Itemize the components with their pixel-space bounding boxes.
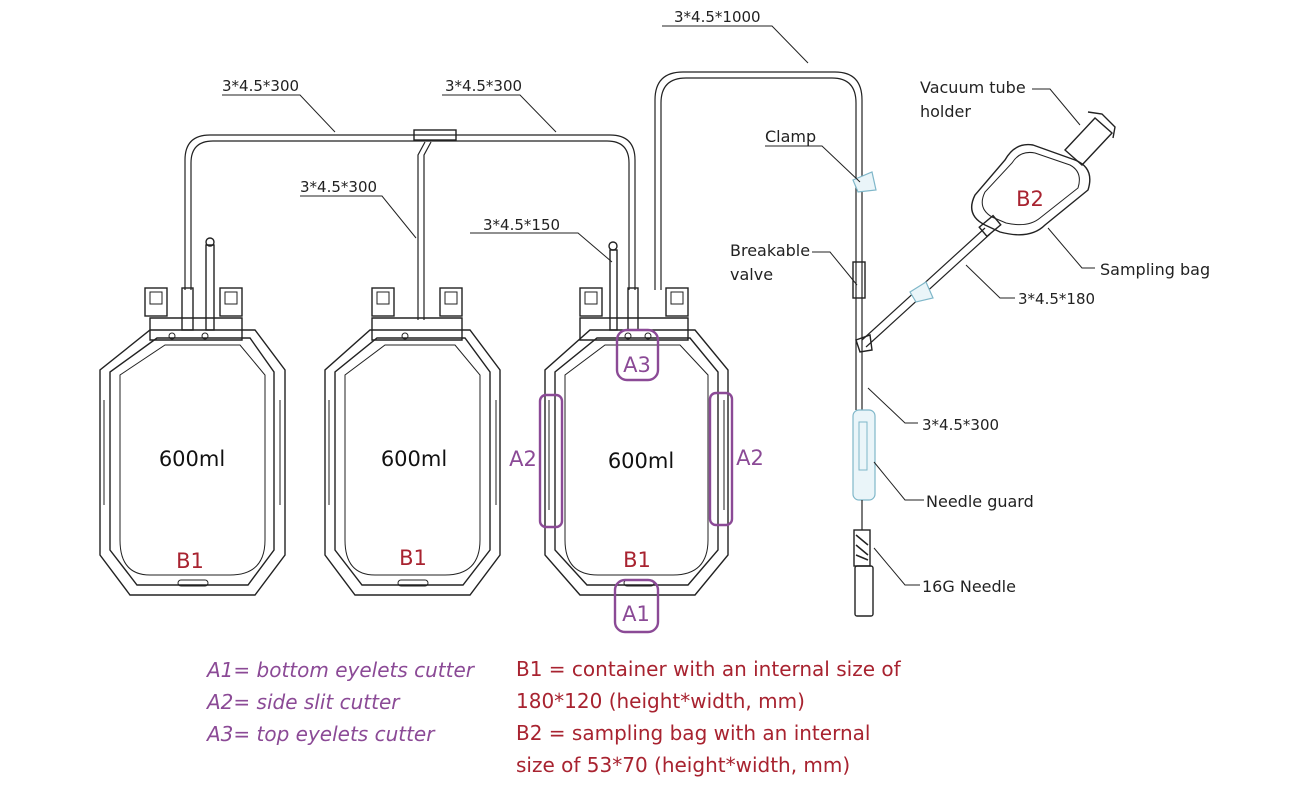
legend-b2-line2: size of 53*70 (height*width, mm) [516, 753, 850, 777]
vacuum-holder-label-2: holder [920, 102, 971, 121]
component-labels: Vacuum tube holder Clamp Breakable valve… [730, 78, 1210, 596]
tube-180-label: 3*4.5*180 [1018, 290, 1095, 308]
needle-guard-icon [852, 409, 876, 501]
vacuum-holder-label-1: Vacuum tube [920, 78, 1026, 97]
a3-label: A3 [623, 353, 651, 377]
legend-b2-line1: B2 = sampling bag with an internal [516, 721, 870, 745]
breakable-valve-label-2: valve [730, 265, 773, 284]
tube-150-label: 3*4.5*150 [483, 216, 560, 234]
a2-right-box [708, 391, 734, 527]
bag2-code: B1 [399, 546, 427, 570]
bag1-volume: 600ml [159, 447, 225, 471]
tube-needle-300-label: 3*4.5*300 [922, 416, 999, 434]
blood-bag-2: 600ml B1 [324, 287, 501, 596]
bag2-volume: 600ml [381, 447, 447, 471]
bag1-code: B1 [176, 549, 204, 573]
sampling-bag: B2 [909, 111, 1116, 303]
needle-label: 16G Needle [922, 577, 1016, 596]
a1-box [613, 578, 660, 634]
legend: A1= bottom eyelets cutter A2= side slit … [205, 657, 902, 777]
a3-box [615, 328, 660, 382]
breakable-valve-label-1: Breakable [730, 241, 810, 260]
a2-left-box [538, 393, 564, 529]
needle-cap-icon [854, 565, 874, 617]
dimension-labels: 3*4.5*1000 3*4.5*300 3*4.5*300 3*4.5*300… [222, 8, 1095, 434]
vacuum-tube-holder-icon [1063, 117, 1114, 166]
legend-b1-line2: 180*120 (height*width, mm) [516, 689, 805, 713]
bag3-volume: 600ml [608, 449, 674, 473]
tube-mid-300-label: 3*4.5*300 [445, 77, 522, 95]
needle-guard-label: Needle guard [926, 492, 1034, 511]
a2-left-label: A2 [509, 447, 537, 471]
tube-1000-label: 3*4.5*1000 [674, 8, 761, 26]
blood-bag-3: 600ml B1 [544, 241, 729, 596]
cutter-highlights: A3 A2 A2 A1 [509, 328, 764, 634]
tube-left-300-label: 3*4.5*300 [222, 77, 299, 95]
tube-vert-300-label: 3*4.5*300 [300, 178, 377, 196]
needle-assembly [852, 171, 877, 617]
legend-a1: A1= bottom eyelets cutter [205, 658, 476, 682]
sampling-clamp-icon [909, 281, 934, 303]
clamp-icon [852, 171, 877, 193]
a2-right-label: A2 [736, 446, 764, 470]
clamp-label: Clamp [765, 127, 816, 146]
leader-lines [222, 25, 1095, 586]
sampling-bag-code: B2 [1016, 187, 1044, 211]
legend-a3: A3= top eyelets cutter [205, 722, 436, 746]
legend-b1-line1: B1 = container with an internal size of [516, 657, 902, 681]
sampling-bag-label: Sampling bag [1100, 260, 1210, 279]
a1-label: A1 [622, 602, 650, 626]
y-connector [413, 129, 457, 141]
legend-a2: A2= side slit cutter [205, 690, 401, 714]
bag3-code: B1 [623, 548, 651, 572]
breakable-valve-body [852, 261, 866, 299]
blood-bag-1: 600ml B1 [99, 237, 286, 596]
